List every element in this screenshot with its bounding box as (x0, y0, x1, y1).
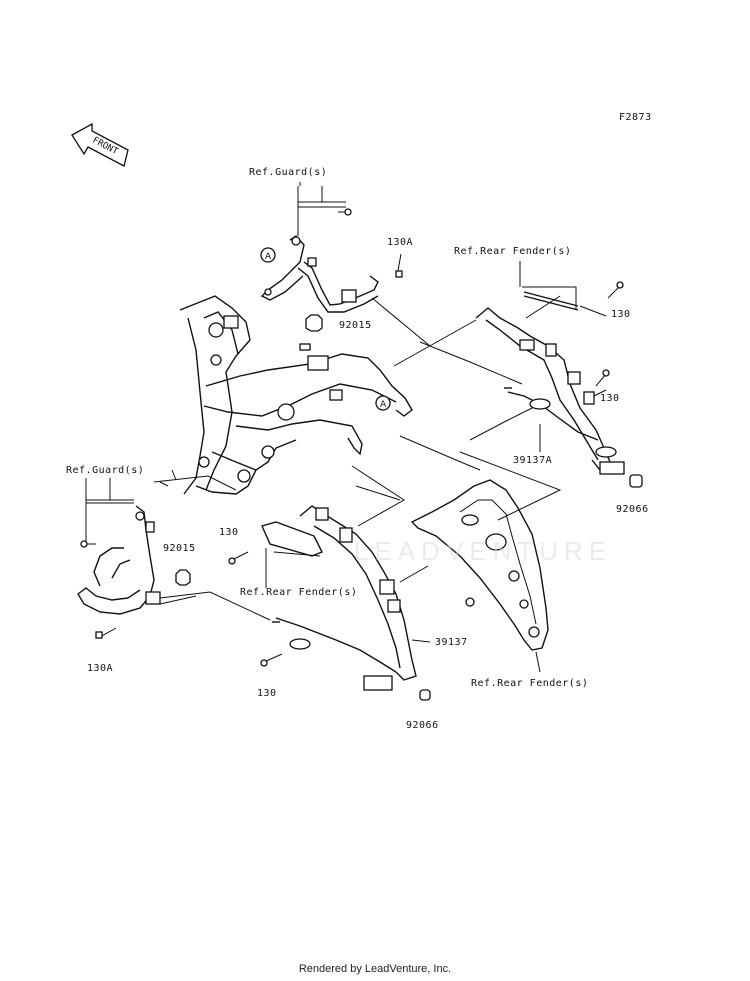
bolt-130-bottom-icon (260, 653, 283, 667)
label-ref-rear-fender-bottom: Ref.Rear Fender(s) (471, 678, 589, 689)
label-39137a: 39137A (513, 455, 553, 466)
label-92066-right: 92066 (616, 504, 649, 515)
label-130-right-mid: 130 (600, 393, 620, 404)
label-92015-top: 92015 (339, 320, 372, 331)
label-92066-bottom: 92066 (406, 720, 439, 731)
label-130-bottom: 130 (257, 688, 277, 699)
nut-92015-top-icon (305, 314, 323, 332)
rear-fender-part (410, 479, 549, 651)
label-130-right-top: 130 (611, 309, 631, 320)
label-130-mid-left: 130 (219, 527, 239, 538)
watermark: LEADVENTURE (354, 536, 613, 566)
bolt-130-right-top-icon (607, 281, 624, 299)
label-ref-guard-left: Ref.Guard(s) (66, 465, 145, 476)
nut-92066-bottom-icon (419, 689, 431, 701)
ref-a-marker-top-text: A (265, 252, 272, 262)
ref-a-marker-top: A (260, 247, 276, 263)
bolt-guard-left-icon (80, 540, 96, 548)
nut-92015-left-icon (175, 569, 191, 586)
frame-part (179, 295, 413, 495)
bracket-39137-part (261, 505, 417, 691)
label-92015-left: 92015 (163, 543, 196, 554)
left-guard-part (77, 505, 161, 615)
label-39137: 39137 (435, 637, 468, 648)
bolt-guard-top-icon (338, 208, 352, 216)
top-guard-part (260, 235, 379, 313)
front-arrow-icon: FRONT (71, 122, 129, 167)
label-130a-top: 130A (387, 237, 414, 248)
footer-credit: Rendered by LeadVenture, Inc. (298, 963, 452, 975)
label-ref-rear-fender-mid: Ref.Rear Fender(s) (240, 587, 358, 598)
bolt-130-mid-left-icon (228, 551, 249, 565)
bolt-130a-top-icon (395, 253, 403, 278)
figure-code: F2873 (619, 112, 652, 123)
label-ref-guard-top: Ref.Guard(s) (249, 167, 328, 178)
label-ref-rear-fender-top: Ref.Rear Fender(s) (454, 246, 572, 257)
bracket-39137a-part (475, 291, 625, 475)
ref-a-marker-frame-text: A (380, 400, 387, 410)
bolt-130a-left-icon (95, 627, 117, 639)
label-130a-left: 130A (87, 663, 114, 674)
nut-92066-right-icon (629, 474, 643, 488)
bolt-130-right-mid-icon (595, 369, 610, 387)
ref-a-marker-frame: A (375, 395, 391, 411)
